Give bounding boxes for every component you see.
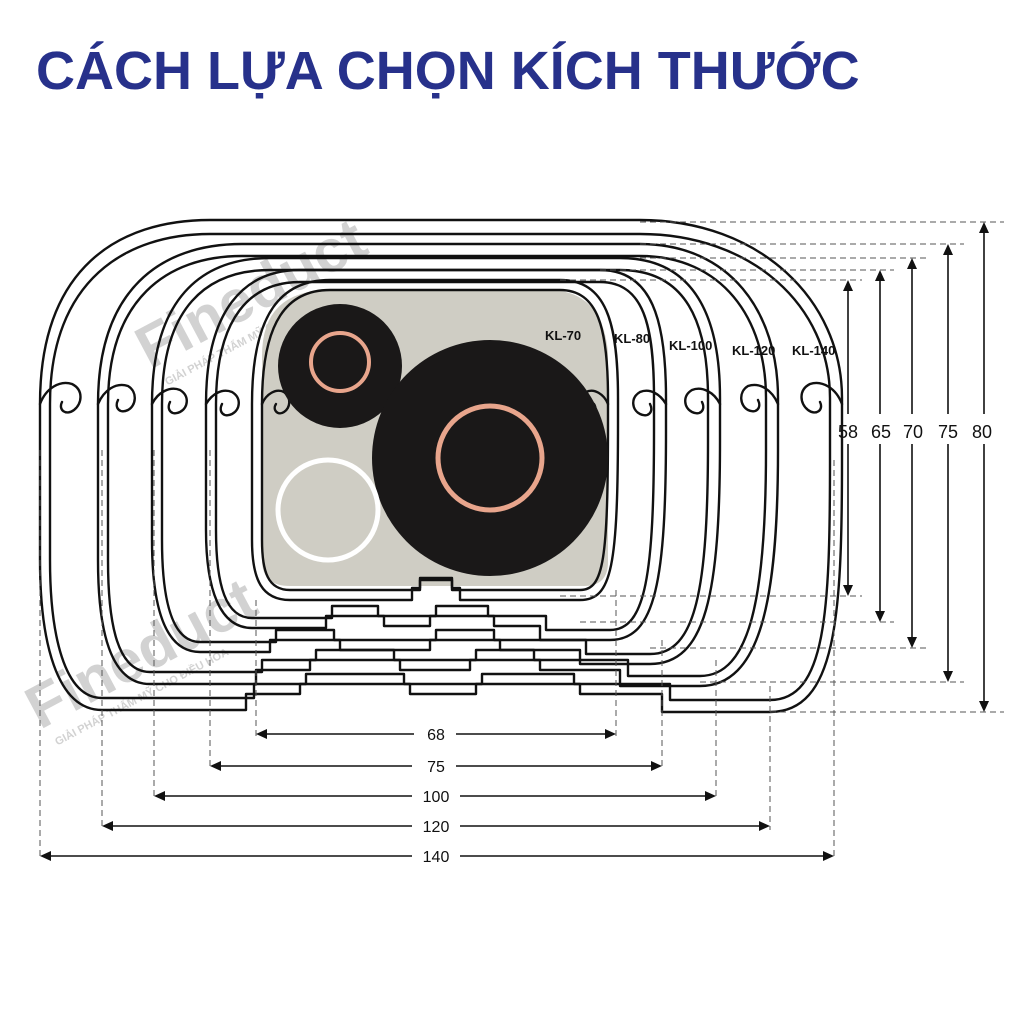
duct-outline-kl-140 <box>38 218 844 714</box>
height-labels: 58 65 70 75 80 <box>838 422 992 442</box>
width-dimensions <box>40 729 834 861</box>
label-kl-70: KL-70 <box>545 328 581 343</box>
watermark-bottom: Fineduct GIẢI PHÁP THẨM MỸ CHO ĐIỀU HÒA <box>15 565 267 748</box>
label-kl-100: KL-100 <box>669 338 712 353</box>
width-label-140: 140 <box>423 849 450 866</box>
width-label-68: 68 <box>427 727 445 744</box>
height-label-70: 70 <box>903 422 923 442</box>
duct-outline-kl-70 <box>250 278 620 602</box>
duct-outline-kl-120 <box>96 242 780 688</box>
width-label-120: 120 <box>423 819 450 836</box>
pipe-large <box>372 340 608 576</box>
watermark-brand: Fineduct <box>15 565 267 742</box>
height-label-80: 80 <box>972 422 992 442</box>
snap-hooks <box>38 381 844 417</box>
duct-outlines <box>38 218 844 714</box>
width-label-75: 75 <box>427 759 445 776</box>
label-kl-120: KL-120 <box>732 343 775 358</box>
height-label-65: 65 <box>871 422 891 442</box>
page-title: CÁCH LỰA CHỌN KÍCH THƯỚC <box>36 41 860 101</box>
pipe-white-ring <box>275 457 381 563</box>
height-label-75: 75 <box>938 422 958 442</box>
height-label-58: 58 <box>838 422 858 442</box>
dimension-leaders <box>39 221 1004 860</box>
duct-outline-kl-80 <box>204 268 668 642</box>
width-labels: 68 75 100 120 140 <box>423 727 450 866</box>
height-dimensions <box>843 222 989 712</box>
label-kl-80: KL-80 <box>614 331 650 346</box>
label-kl-140: KL-140 <box>792 343 835 358</box>
width-label-100: 100 <box>423 789 450 806</box>
model-labels: KL-70 KL-80 KL-100 KL-120 KL-140 <box>545 328 835 358</box>
duct-outline-kl-100 <box>150 256 722 666</box>
pipe-small <box>278 304 402 428</box>
